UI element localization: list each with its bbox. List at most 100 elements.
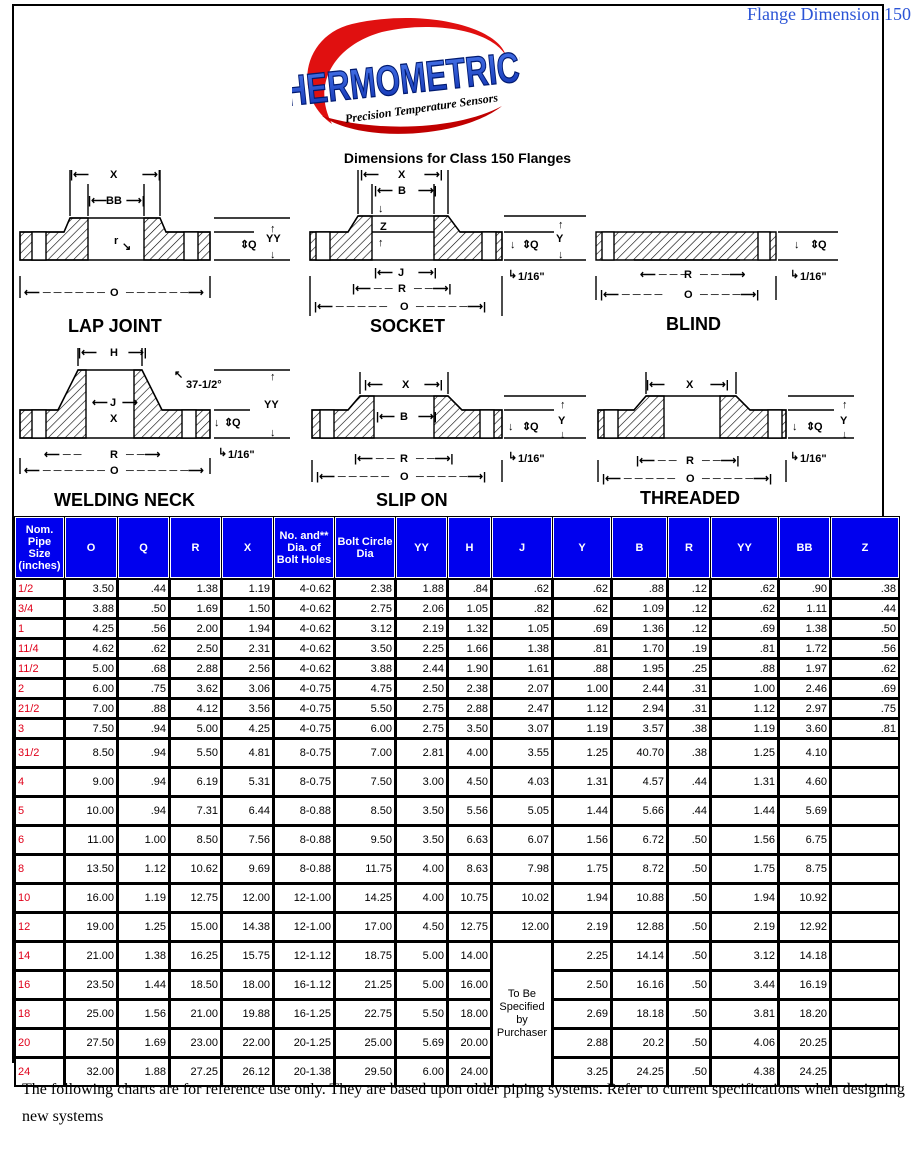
table-cell: .50 xyxy=(831,619,899,638)
table-cell: .62 xyxy=(711,579,778,598)
table-cell: 3.57 xyxy=(612,719,667,738)
table-cell: 4-0.62 xyxy=(274,579,334,598)
table-cell: 10.75 xyxy=(448,884,491,912)
table-cell: 16.25 xyxy=(170,942,221,970)
svg-text:Q: Q xyxy=(248,239,257,251)
table-cell: 5.05 xyxy=(492,797,552,825)
svg-text:|⟵: |⟵ xyxy=(374,267,393,279)
svg-text:⇕: ⇕ xyxy=(522,421,531,433)
table-cell: .94 xyxy=(118,797,169,825)
table-cell: .12 xyxy=(668,579,710,598)
table-cell: 7.31 xyxy=(170,797,221,825)
column-header: B xyxy=(612,517,667,578)
table-cell: 1.70 xyxy=(612,639,667,658)
svg-text:R: R xyxy=(684,269,692,281)
svg-text:─ ─ ─ ─ ─⟶|: ─ ─ ─ ─ ─⟶| xyxy=(415,301,486,313)
table-cell: 7.00 xyxy=(65,699,117,718)
table-cell: 2.75 xyxy=(396,719,447,738)
table-cell: 6.44 xyxy=(222,797,273,825)
svg-text:⟶|: ⟶| xyxy=(126,195,145,207)
table-cell: 6.72 xyxy=(612,826,667,854)
table-cell xyxy=(831,942,899,970)
table-cell: 5.66 xyxy=(612,797,667,825)
table-cell: 4-0.62 xyxy=(274,659,334,678)
svg-text:↑: ↑ xyxy=(560,399,566,411)
svg-text:⟶|: ⟶| xyxy=(418,185,437,197)
table-cell: 1.75 xyxy=(711,855,778,883)
table-cell: 7.50 xyxy=(65,719,117,738)
table-cell: 1.38 xyxy=(779,619,830,638)
table-cell: 1.69 xyxy=(118,1029,169,1057)
table-cell: 18.75 xyxy=(335,942,395,970)
table-cell xyxy=(831,768,899,796)
column-header: Bolt Circle Dia xyxy=(335,517,395,578)
svg-text:|⟵: |⟵ xyxy=(646,379,665,391)
table-cell: 7.98 xyxy=(492,855,552,883)
svg-text:Z: Z xyxy=(380,221,387,233)
svg-text:↓: ↓ xyxy=(792,421,798,433)
table-cell: 14.14 xyxy=(612,942,667,970)
pipe-size-cell: 3 xyxy=(15,719,64,738)
label-welding-neck: WELDING NECK xyxy=(54,490,195,510)
table-cell: 20.2 xyxy=(612,1029,667,1057)
svg-text:X: X xyxy=(686,379,694,391)
svg-text:↳: ↳ xyxy=(508,269,517,281)
table-cell xyxy=(831,913,899,941)
table-cell: 8.50 xyxy=(170,826,221,854)
table-cell: 5.00 xyxy=(65,659,117,678)
table-cell: 2.50 xyxy=(170,639,221,658)
svg-text:↓: ↓ xyxy=(842,429,848,441)
svg-text:O: O xyxy=(110,465,119,477)
table-cell: .88 xyxy=(118,699,169,718)
svg-text:|⟵ ─ ─: |⟵ ─ ─ xyxy=(636,455,677,467)
table-cell: 1.56 xyxy=(553,826,611,854)
svg-text:1/16": 1/16" xyxy=(228,449,255,461)
svg-text:O: O xyxy=(684,289,693,301)
column-header: YY xyxy=(711,517,778,578)
table-cell xyxy=(831,884,899,912)
svg-text:↑: ↑ xyxy=(270,371,276,383)
table-cell: 25.00 xyxy=(65,1000,117,1028)
table-cell: .62 xyxy=(553,579,611,598)
column-header: X xyxy=(222,517,273,578)
table-cell: 16.19 xyxy=(779,971,830,999)
table-cell: .84 xyxy=(448,579,491,598)
svg-text:1/16": 1/16" xyxy=(518,271,545,283)
svg-text:J: J xyxy=(398,267,404,279)
svg-text:⇕: ⇕ xyxy=(224,417,233,429)
table-cell: 5.50 xyxy=(396,1000,447,1028)
column-header: R xyxy=(170,517,221,578)
table-cell: 10.02 xyxy=(492,884,552,912)
column-header: Nom. Pipe Size (inches) xyxy=(15,517,64,578)
table-cell: 4.50 xyxy=(448,768,491,796)
svg-text:|⟵ ─ ─: |⟵ ─ ─ xyxy=(352,283,393,295)
svg-text:↳: ↳ xyxy=(218,447,227,459)
svg-text:X: X xyxy=(110,169,118,181)
svg-text:⟵ ─ ─ ─: ⟵ ─ ─ ─ xyxy=(640,269,689,281)
table-cell: .90 xyxy=(779,579,830,598)
table-cell: 20.00 xyxy=(448,1029,491,1057)
column-header: O xyxy=(65,517,117,578)
table-cell xyxy=(831,739,899,767)
table-cell xyxy=(831,1000,899,1028)
table-cell xyxy=(831,1029,899,1057)
table-cell: 21.00 xyxy=(170,1000,221,1028)
table-cell: 4.38 xyxy=(711,1058,778,1086)
svg-text:|⟵: |⟵ xyxy=(78,347,97,359)
svg-text:⟶|: ⟶| xyxy=(142,169,161,181)
pipe-size-cell: 2 xyxy=(15,679,64,698)
table-cell: .75 xyxy=(118,679,169,698)
label-socket: SOCKET xyxy=(370,316,446,336)
table-cell: 20-1.25 xyxy=(274,1029,334,1057)
svg-text:⟶|: ⟶| xyxy=(424,379,443,391)
label-threaded: THREADED xyxy=(640,488,741,508)
table-cell: 2.46 xyxy=(779,679,830,698)
page-title: Flange Dimension 150 xyxy=(747,4,911,24)
svg-text:─ ─ ─ ─ ─ ─⟶: ─ ─ ─ ─ ─ ─⟶ xyxy=(125,465,204,477)
table-cell: 1.25 xyxy=(711,739,778,767)
